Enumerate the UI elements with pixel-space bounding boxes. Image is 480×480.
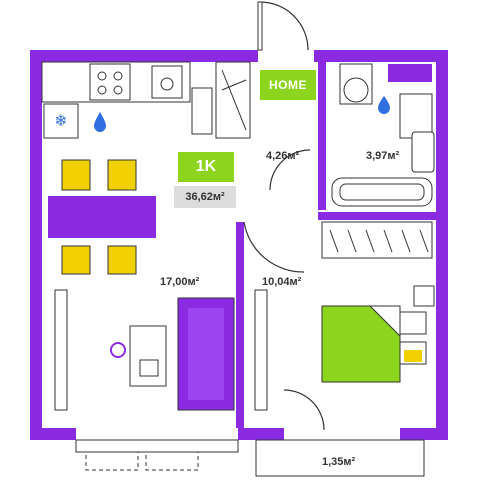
bedroom-wardrobe [321, 221, 433, 259]
svg-text:❄: ❄ [54, 111, 67, 130]
hallway-area: 4,26м² [266, 150, 300, 162]
sink-icon [151, 65, 183, 99]
home-badge: HOME [260, 70, 316, 100]
walls [30, 50, 448, 440]
balcony [75, 439, 425, 477]
stove-icon [89, 63, 131, 101]
balcony-area: 1,35м² [322, 456, 356, 468]
bed [321, 285, 435, 383]
kitchen-living-area: 17,00м² [160, 276, 200, 288]
kitchen-door-arc [243, 221, 305, 273]
apartment-type-badge: 1K [178, 152, 234, 182]
hallway-wardrobe [191, 61, 251, 139]
kitchen-counter: ❄ [41, 61, 191, 139]
plant-icon [110, 342, 126, 358]
bedroom-area: 10,04м² [262, 276, 302, 288]
dining-table [48, 159, 156, 275]
bathroom-area: 3,97м² [366, 150, 400, 162]
sofa [177, 297, 235, 411]
coffee-table [110, 325, 167, 387]
bathroom-fixtures [331, 63, 435, 207]
windows [54, 289, 268, 411]
water-drop-icon [94, 112, 106, 132]
total-area-badge: 36,62м² [174, 186, 236, 208]
entrance-door [259, 1, 309, 51]
snowflake-icon [43, 103, 79, 139]
